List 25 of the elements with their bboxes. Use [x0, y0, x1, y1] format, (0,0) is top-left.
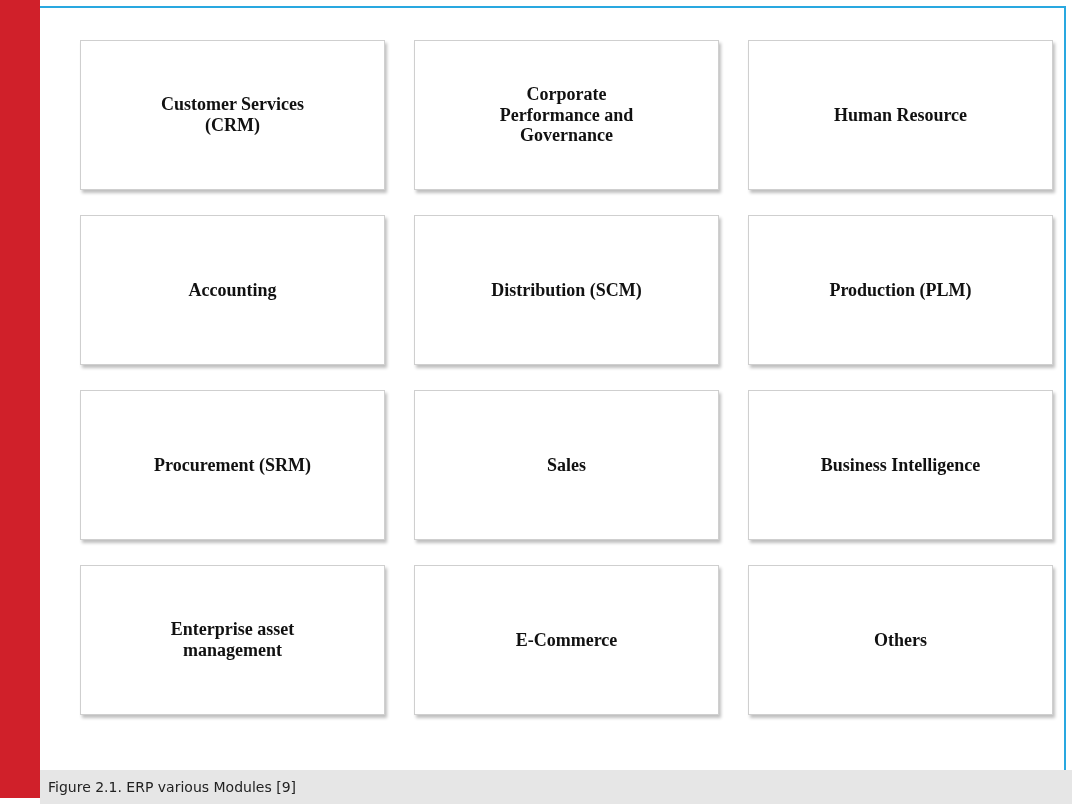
- module-box: [414, 215, 719, 365]
- module-label: Distribution (SCM): [491, 279, 642, 301]
- module-label: Production (PLM): [829, 279, 972, 301]
- module-label: Procurement (SRM): [154, 454, 311, 476]
- module-label: Enterprise asset management: [169, 619, 296, 661]
- caption: Figure 2.1. ERP various Modules [9]: [48, 779, 296, 795]
- module-box: [80, 390, 385, 540]
- module-box: [80, 40, 385, 190]
- module-box: [748, 390, 1053, 540]
- module-box: [414, 40, 719, 190]
- module-box: [748, 215, 1053, 365]
- module-label: Human Resource: [833, 104, 968, 126]
- module-label: Accounting: [188, 279, 277, 301]
- module-box: [748, 565, 1053, 715]
- module-label: Customer Services (CRM): [159, 94, 306, 136]
- module-box: [80, 215, 385, 365]
- module-label: Corporate Performance and Governance: [498, 83, 635, 147]
- module-label: Sales: [547, 454, 586, 476]
- module-label: E-Commerce: [515, 629, 618, 651]
- module-label: Business Intelligence: [820, 454, 981, 476]
- module-box: [80, 565, 385, 715]
- module-box: [414, 390, 719, 540]
- module-box: [748, 40, 1053, 190]
- module-label: Others: [874, 629, 927, 651]
- module-box: [414, 565, 719, 715]
